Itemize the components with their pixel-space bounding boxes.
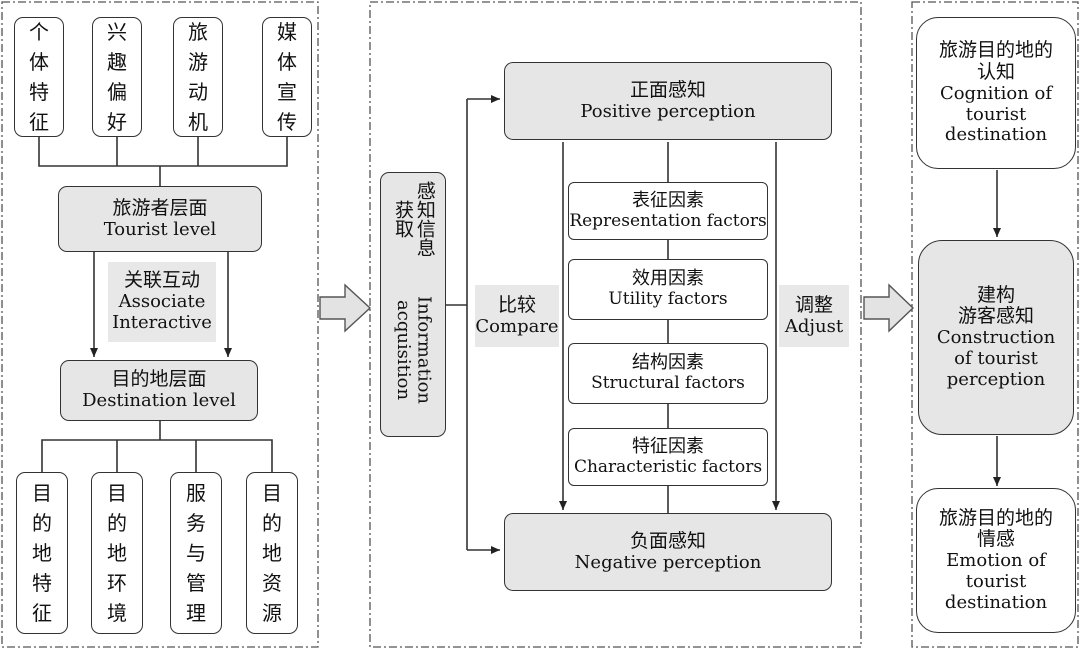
destination-environment-box: 目 的 地 环 境 [91, 472, 143, 634]
associate-zh: 关联互动 [123, 269, 200, 292]
structural-factors-en: Structural factors [591, 373, 745, 394]
media-promotion-box: 媒 体 宣 传 [262, 17, 312, 137]
cognition-zh: 旅游目的地的 认知 [938, 39, 1053, 83]
personal-characteristics-box: 个 体 特 征 [14, 17, 64, 137]
tourist-level-zh: 旅游者层面 [112, 196, 208, 219]
information-acquisition-zh: 感知信息获取 [392, 180, 436, 257]
construction-box: 建构 游客感知 Construction of tourist percepti… [918, 240, 1074, 435]
emotion-en: Emotion of tourist destination [944, 550, 1048, 613]
adjust-zh: 调整 [794, 293, 833, 316]
middle-panel-border [369, 1, 862, 648]
adjust-label: 调整 Adjust [779, 285, 849, 347]
interest-preference-box: 兴 趣 偏 好 [92, 17, 142, 137]
cognition-box: 旅游目的地的 认知 Cognition of tourist destinati… [916, 17, 1076, 169]
associate-en: Associate [118, 291, 206, 313]
compare-label: 比较 Compare [475, 285, 559, 347]
structural-factors-box: 结构因素 Structural factors [568, 343, 768, 404]
positive-perception-box: 正面感知 Positive perception [504, 62, 832, 140]
representation-factors-zh: 表征因素 [632, 189, 704, 211]
destination-level-zh: 目的地层面 [111, 368, 207, 391]
adjust-en: Adjust [784, 315, 844, 337]
emotion-box: 旅游目的地的 情感 Emotion of tourist destination [916, 488, 1076, 633]
representation-factors-box: 表征因素 Representation factors [568, 182, 768, 240]
destination-characteristics-box: 目 的 地 特 征 [16, 472, 68, 634]
compare-zh: 比较 [497, 293, 536, 316]
positive-perception-en: Positive perception [580, 100, 756, 122]
cognition-en: Cognition of tourist destination [939, 82, 1053, 146]
information-acquisition-en: Information acquisition [393, 296, 435, 405]
information-acquisition-box: 感知信息获取 Information acquisition [380, 172, 446, 437]
interactive-en: Interactive [112, 311, 212, 333]
right-panel-border [911, 1, 1079, 648]
characteristic-factors-box: 特征因素 Characteristic factors [568, 428, 768, 486]
travel-motivation-box: 旅 游 动 机 [173, 17, 223, 137]
block-arrow-middle-to-right [863, 283, 915, 333]
compare-en: Compare [475, 315, 559, 337]
associate-interactive-label: 关联互动 Associate Interactive [108, 262, 216, 342]
tourist-level-box: 旅游者层面 Tourist level [58, 186, 262, 252]
destination-resources-box: 目 的 地 资 源 [246, 472, 298, 634]
structural-factors-zh: 结构因素 [632, 352, 704, 374]
destination-level-box: 目的地层面 Destination level [60, 360, 258, 421]
negative-perception-zh: 负面感知 [629, 529, 706, 552]
utility-factors-en: Utility factors [608, 289, 728, 310]
characteristic-factors-en: Characteristic factors [573, 456, 763, 477]
construction-zh: 建构 游客感知 [957, 283, 1034, 328]
tourist-level-en: Tourist level [103, 218, 217, 240]
utility-factors-zh: 效用因素 [632, 268, 704, 290]
positive-perception-zh: 正面感知 [629, 78, 706, 101]
negative-perception-en: Negative perception [574, 551, 762, 573]
destination-level-en: Destination level [82, 390, 236, 412]
characteristic-factors-zh: 特征因素 [632, 435, 704, 457]
construction-en: Construction of tourist perception [936, 327, 1056, 390]
representation-factors-en: Representation factors [569, 210, 767, 231]
emotion-zh: 旅游目的地的 情感 [938, 506, 1053, 551]
utility-factors-box: 效用因素 Utility factors [568, 259, 768, 320]
block-arrow-left-to-middle [319, 283, 372, 333]
negative-perception-box: 负面感知 Negative perception [504, 513, 832, 591]
service-management-box: 服 务 与 管 理 [170, 472, 222, 634]
